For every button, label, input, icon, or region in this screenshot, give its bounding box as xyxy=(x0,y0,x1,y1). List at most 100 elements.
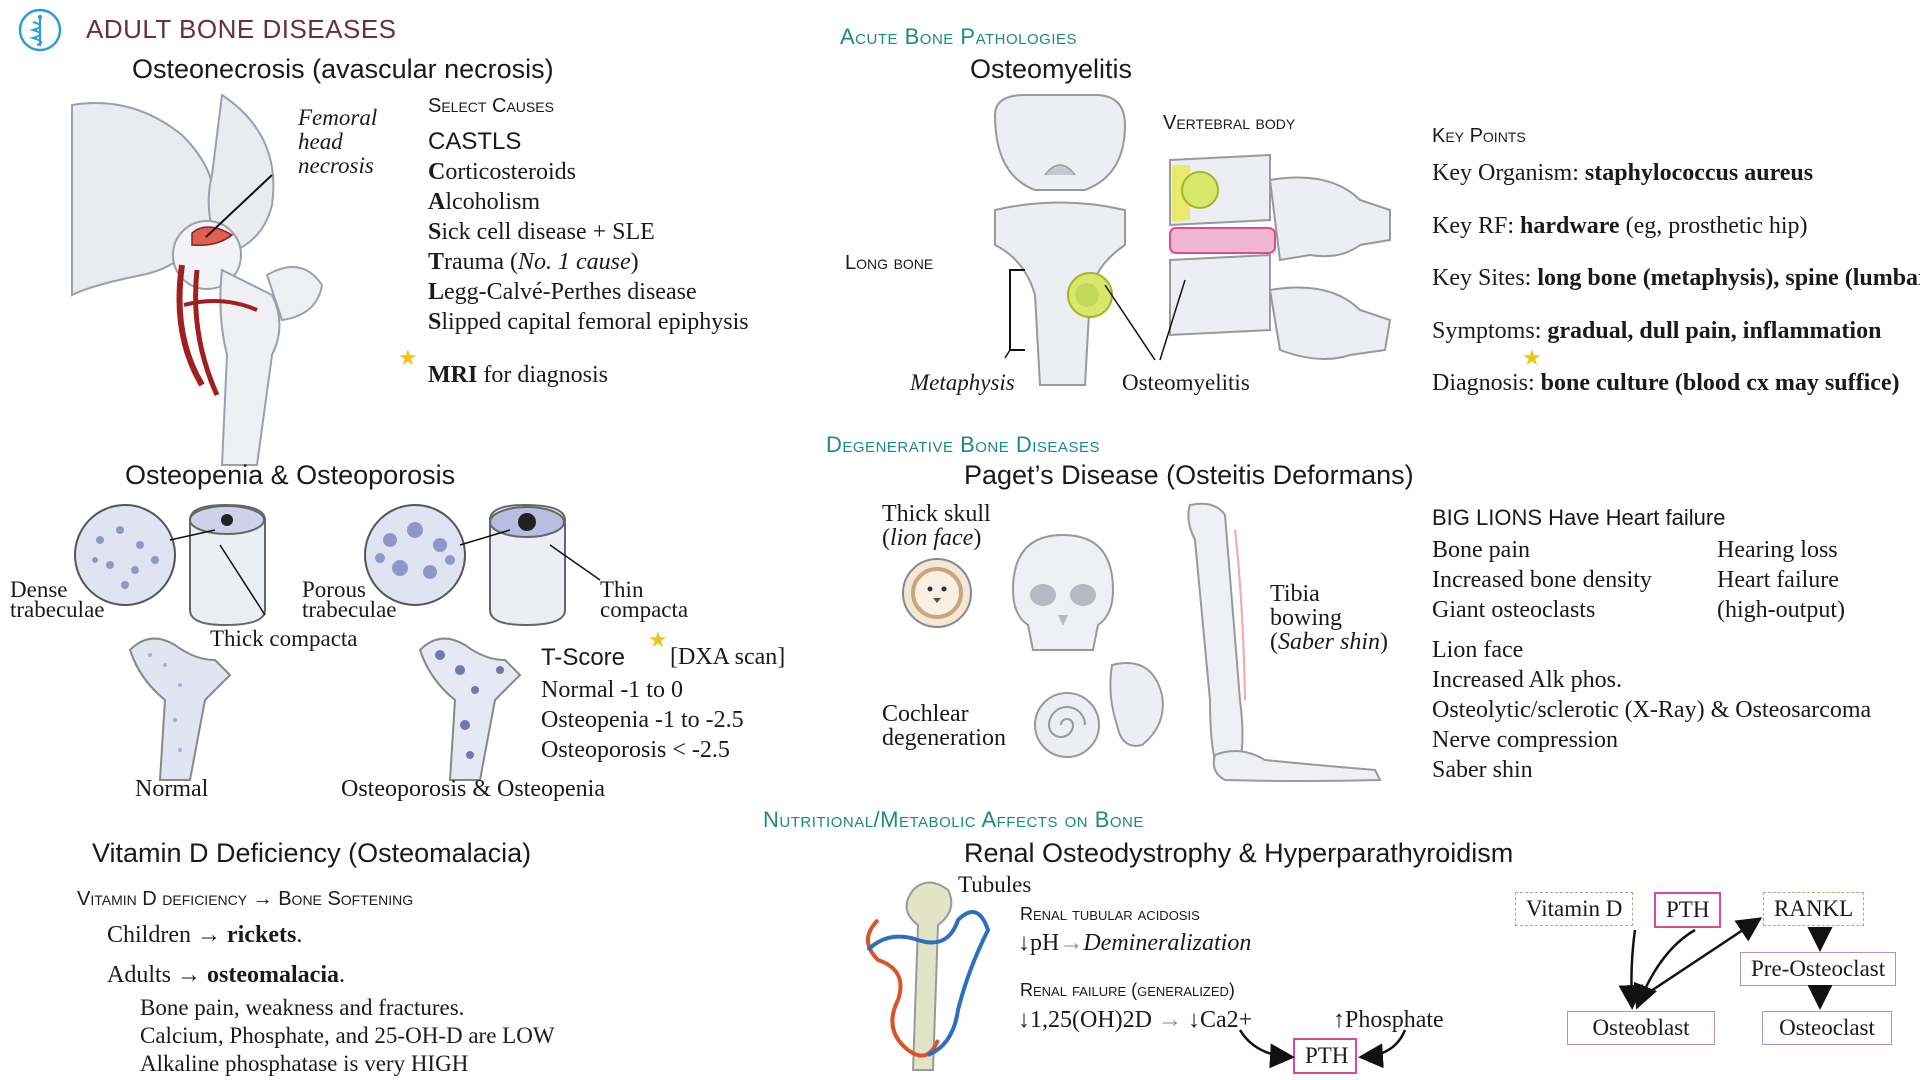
tscore-row: Normal -1 to 0 xyxy=(541,677,683,703)
long-bone-label: Long bone xyxy=(845,252,934,274)
nutritional-heading: Nutritional/Metabolic Affects on Bone xyxy=(763,807,1144,832)
cause-item: Slipped capital femoral epiphysis xyxy=(428,309,749,335)
saber-text: (Saber shin) xyxy=(1270,629,1388,655)
nephron-illustration xyxy=(858,880,998,1071)
vitamin-d-subhead: Vitamin D deficiency → Bone Softening xyxy=(77,888,414,910)
paget-title: Paget’s Disease (Osteitis Deformans) xyxy=(964,460,1414,490)
key-point: Key Organism: staphylococcus aureus xyxy=(1432,160,1814,186)
renal-failure-line: ↓1,25(OH)2D → ↓Ca2+ xyxy=(1018,1007,1253,1033)
tscore-row: Osteopenia -1 to -2.5 xyxy=(541,707,744,733)
vitamin-d-details: Bone pain, weakness and fractures. Calci… xyxy=(140,994,555,1078)
bone-cross-sections xyxy=(70,500,630,630)
children-rickets: Children → rickets. xyxy=(107,922,303,948)
tibia-bowing-label: Tibia bowing (Saber shin) xyxy=(1270,582,1388,654)
tibia-text: Tibia bowing xyxy=(1270,581,1342,631)
cause-item: Corticosteroids xyxy=(428,159,576,185)
pre-osteoclast-box: Pre-Osteoclast xyxy=(1740,952,1897,986)
acute-heading: Acute Bone Pathologies xyxy=(840,24,1077,49)
causes-list: Corticosteroids Alcoholism Sick cell dis… xyxy=(428,157,749,337)
star-icon: ★ xyxy=(398,346,418,371)
logo-icon xyxy=(18,8,62,52)
renal-failure-heading: Renal failure (generalized) xyxy=(1020,980,1235,1000)
select-causes-heading: Select Causes xyxy=(428,95,554,117)
paget-item: Giant osteoclasts xyxy=(1432,597,1596,623)
key-points-heading: Key Points xyxy=(1432,125,1526,147)
rta-heading: Renal tubular acidosis xyxy=(1020,904,1200,924)
osteomyelitis-label: Osteomyelitis xyxy=(1122,370,1250,395)
phosphate-label: ↑Phosphate xyxy=(1333,1007,1444,1033)
rta-line: ↓pH→Demineralization xyxy=(1018,930,1252,956)
femur-illustrations xyxy=(120,630,550,781)
detail-line: Calcium, Phosphate, and 25-OH-D are LOW xyxy=(140,1023,555,1048)
renal-title: Renal Osteodystrophy & Hyperparathyroidi… xyxy=(964,838,1514,868)
metaphysis-label: Metaphysis xyxy=(910,370,1015,395)
vitamin-d-box: Vitamin D xyxy=(1515,892,1634,926)
cochlear-label: Cochlear degeneration xyxy=(882,701,1006,751)
tscore-list: Normal -1 to 0 Osteopenia -1 to -2.5 Ost… xyxy=(541,675,744,765)
paget-item: Increased Alk phos. xyxy=(1432,667,1622,693)
dxa-scan-label: [DXA scan] xyxy=(670,644,786,670)
paget-item: Saber shin xyxy=(1432,757,1533,783)
detail-line: Alkaline phosphatase is very HIGH xyxy=(140,1051,469,1076)
star-icon: ★ xyxy=(1522,346,1542,371)
pth-box: PTH xyxy=(1293,1038,1357,1074)
osteoporosis-title: Osteopenia & Osteoporosis xyxy=(125,460,456,490)
dense-trabeculae-label: Dense trabeculae xyxy=(10,577,105,622)
knee-illustration xyxy=(985,94,1135,386)
degenerative-heading: Degenerative Bone Diseases xyxy=(826,432,1100,457)
normal-label: Normal xyxy=(135,776,209,802)
osteoblast-box: Osteoblast xyxy=(1567,1011,1715,1045)
pth-flow-box: PTH xyxy=(1654,892,1722,928)
thick-compacta-label: Thick compacta xyxy=(210,626,358,651)
osteonecrosis-title: Osteonecrosis (avascular necrosis) xyxy=(132,54,554,84)
metaphysis-bracket xyxy=(995,269,1035,360)
osteoclast-box: Osteoclast xyxy=(1762,1011,1892,1045)
thin-compacta-label: Thin compacta xyxy=(600,577,689,622)
detail-line: Bone pain, weakness and fractures. xyxy=(140,995,465,1020)
ear-cochlea-illustration xyxy=(1022,655,1172,765)
paget-item: Nerve compression xyxy=(1432,727,1618,753)
paget-item: Hearing loss xyxy=(1717,537,1838,563)
paget-item: Increased bone density xyxy=(1432,567,1652,593)
paget-item: Heart failure xyxy=(1717,567,1839,593)
pth-arrows xyxy=(1235,1025,1425,1070)
thick-skull-label: Thick skull (lion face) xyxy=(882,502,991,550)
rankl-box: RANKL xyxy=(1763,892,1865,926)
flow-arrows xyxy=(1560,905,1920,1015)
tscore-label: T-Score xyxy=(541,644,626,671)
paget-list: Lion face Increased Alk phos. Osteolytic… xyxy=(1432,635,1871,785)
cause-item: Legg-Calvé-Perthes disease xyxy=(428,279,697,305)
femoral-head-necrosis-label: Femoral head necrosis xyxy=(298,105,378,178)
castls-mnemonic: CASTLS xyxy=(428,128,522,155)
cause-item: Alcoholism xyxy=(428,189,541,215)
star-icon: ★ xyxy=(648,628,668,653)
osteomyelitis-title: Osteomyelitis xyxy=(970,54,1133,84)
vitamin-d-title: Vitamin D Deficiency (Osteomalacia) xyxy=(92,838,532,868)
paget-item: Bone pain xyxy=(1432,537,1530,563)
tibia-illustration xyxy=(1185,500,1395,785)
key-point: Diagnosis: bone culture (blood cx may su… xyxy=(1432,370,1900,396)
big-lions-mnemonic: BIG LIONS Have Heart failure xyxy=(1432,505,1726,530)
porous-trabeculae-label: Porous trabeculae xyxy=(302,577,397,622)
paget-item: Lion face xyxy=(1432,637,1524,663)
thick-skull-text: Thick skull xyxy=(882,501,991,527)
vertebral-body-label: Vertebral body xyxy=(1163,112,1296,134)
paget-item: (high-output) xyxy=(1717,597,1845,623)
tubules-label: Tubules xyxy=(958,872,1032,897)
hip-joint-illustration xyxy=(71,93,352,466)
vertebra-illustration xyxy=(1160,150,1400,380)
cause-item: Trauma (No. 1 cause) xyxy=(428,249,639,275)
osteoporosis-osteopenia-label: Osteoporosis & Osteopenia xyxy=(341,776,605,802)
cause-item: Sick cell disease + SLE xyxy=(428,219,655,245)
skull-illustration xyxy=(1003,530,1123,655)
key-point: Symptoms: gradual, dull pain, inflammati… xyxy=(1432,318,1882,344)
paget-col1: Bone pain Increased bone density Giant o… xyxy=(1432,535,1652,625)
page-title: ADULT BONE DISEASES xyxy=(86,14,397,44)
adults-osteomalacia: Adults → osteomalacia. xyxy=(107,962,345,988)
key-point: Key RF: hardware (eg, prosthetic hip) xyxy=(1432,213,1808,239)
key-point: Key Sites: long bone (metaphysis), spine… xyxy=(1432,265,1920,291)
mri-diagnosis: MRI for diagnosis xyxy=(428,362,608,388)
paget-col2: Hearing loss Heart failure (high-output) xyxy=(1717,535,1845,625)
lion-face-text: (lion face) xyxy=(882,525,982,551)
tscore-row: Osteoporosis < -2.5 xyxy=(541,737,730,763)
